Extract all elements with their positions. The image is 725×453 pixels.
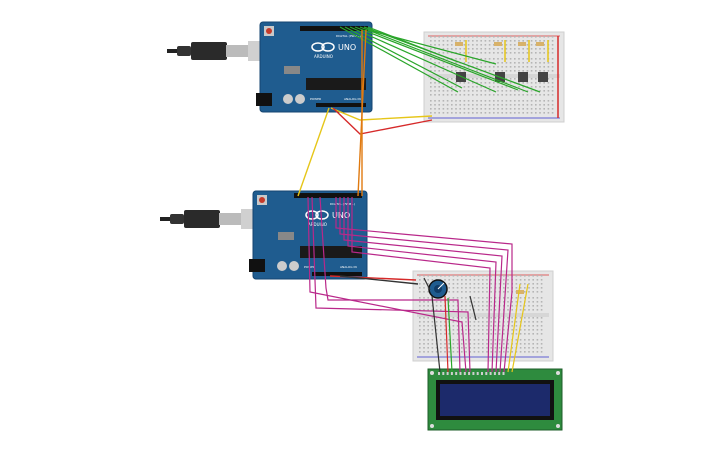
breadboard-bottom [412,270,554,362]
uno-label-bottom: UNO [332,211,350,220]
digital-header-top: DIGITAL (PWM~) [336,34,361,38]
analog-header-bottom: ANALOG IN [340,265,357,269]
resistor-3 [518,42,526,46]
resistor-lcd [516,290,524,294]
wires-power [297,29,433,285]
analog-header-top: ANALOG IN [344,97,361,101]
arduino-logo-top: ARDUINO [314,54,333,59]
digital-header-bottom: DIGITAL (PWM~) [330,202,355,206]
lcd-screen [440,384,550,416]
potentiometer-icon [428,279,448,299]
usb-cable-bottom [160,209,257,229]
arduino-bottom: UNO ARDUINO DIGITAL (PWM~) POWER ANALOG … [249,190,368,280]
arduino-top: UNO ARDUINO DIGITAL (PWM~) POWER ANALOG … [256,21,373,113]
wires-magenta [307,196,513,373]
resistor-1 [455,42,463,46]
resistor-2 [494,42,502,46]
wires-green [339,26,541,93]
wires-lcd [423,277,529,373]
resistor-4 [536,42,544,46]
usb-cable-top [167,41,264,61]
power-header-top: POWER [310,97,321,101]
push-button-4 [538,72,548,82]
uno-label-top: UNO [338,43,356,52]
push-button-3 [518,72,528,82]
lcd-display [427,368,563,431]
arduino-logo-bottom: ARDUINO [308,222,327,227]
breadboard-top [423,31,565,123]
